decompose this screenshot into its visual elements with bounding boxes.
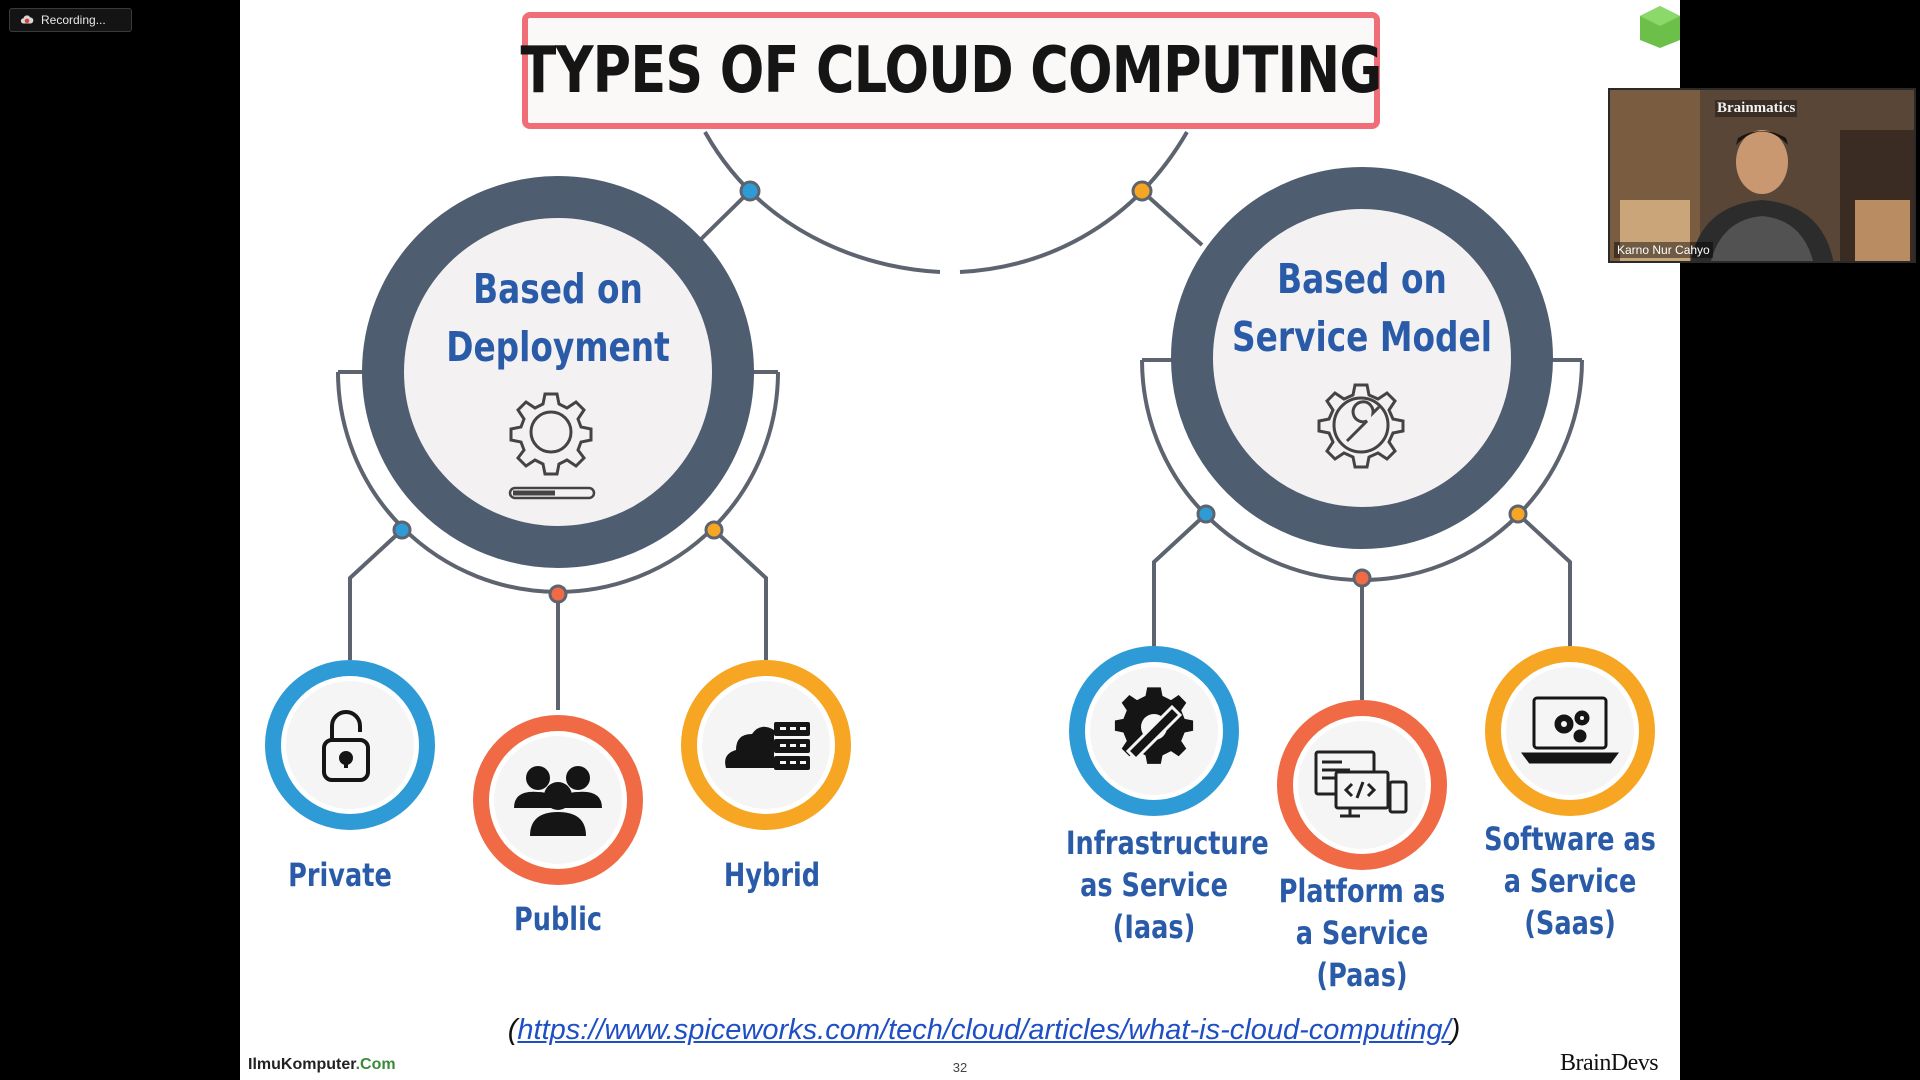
connector-dot-iaas bbox=[1196, 504, 1216, 524]
connector-dot-public bbox=[548, 584, 568, 604]
service-category-label: Based on Service Model bbox=[1232, 255, 1492, 361]
green-cube-logo bbox=[1640, 6, 1680, 48]
cloud-record-icon bbox=[20, 15, 34, 24]
public-label: Public bbox=[513, 900, 603, 938]
footer-brand-right: BrainDevs bbox=[1560, 1050, 1659, 1076]
source-citation: (https://www.spiceworks.com/tech/cloud/a… bbox=[507, 1014, 1461, 1046]
diagram-graphics bbox=[265, 130, 1655, 885]
source-link[interactable]: https://www.spiceworks.com/tech/cloud/ar… bbox=[517, 1014, 1451, 1046]
participant-video-tile[interactable]: Brainmatics Karno Nur Cahyo bbox=[1608, 88, 1916, 263]
slide-title: TYPES OF CLOUD COMPUTING bbox=[520, 33, 1382, 108]
top-connector-arc-right bbox=[959, 130, 1189, 274]
private-label: Private bbox=[288, 856, 392, 894]
padlock-icon bbox=[322, 710, 370, 782]
people-group-icon bbox=[514, 766, 602, 836]
wrench-gear-icon bbox=[1317, 383, 1405, 469]
slide-title-box: TYPES OF CLOUD COMPUTING bbox=[520, 12, 1382, 129]
iaas-label: Infrastructure as Service (Iaas) bbox=[1066, 824, 1269, 946]
top-connector-arc bbox=[703, 131, 941, 274]
connector-dot-blue-top bbox=[739, 180, 761, 202]
connector-dot-hybrid bbox=[704, 520, 724, 540]
deployment-category-label: Based on Deployment bbox=[446, 265, 670, 371]
cloud-server-icon bbox=[725, 722, 810, 770]
hybrid-label: Hybrid bbox=[723, 856, 821, 894]
connector-left-diagonal bbox=[693, 189, 752, 247]
connector-dot-paas bbox=[1352, 568, 1372, 588]
recording-label: Recording... bbox=[41, 13, 106, 27]
service-ring bbox=[1171, 167, 1553, 549]
footer-brand-left: IlmuKomputer.Com bbox=[248, 1056, 396, 1073]
video-brand-overlay: Brainmatics bbox=[1715, 100, 1798, 117]
paas-label: Platform as a Service (Paas) bbox=[1278, 872, 1446, 994]
connector-right-diagonal bbox=[1140, 189, 1204, 247]
connector-dot-orange-top bbox=[1131, 180, 1153, 202]
page-number: 32 bbox=[952, 1060, 968, 1075]
video-scene bbox=[1610, 90, 1914, 261]
presentation-slide: TYPES OF CLOUD COMPUTING Based on Deploy… bbox=[240, 0, 1680, 1080]
saas-label: Software as a Service (Saas) bbox=[1484, 820, 1656, 942]
private-circle bbox=[265, 660, 435, 830]
recording-indicator[interactable]: Recording... bbox=[9, 8, 132, 32]
deployment-ring bbox=[362, 176, 754, 568]
laptop-gears-icon bbox=[1521, 696, 1619, 764]
connector-dot-saas bbox=[1508, 504, 1528, 524]
gear-wrench-icon bbox=[1114, 687, 1194, 764]
connector-dot-private bbox=[392, 520, 412, 540]
participant-name: Karno Nur Cahyo bbox=[1614, 242, 1713, 258]
gear-progress-icon bbox=[508, 392, 596, 500]
code-devices-icon bbox=[1314, 750, 1408, 818]
